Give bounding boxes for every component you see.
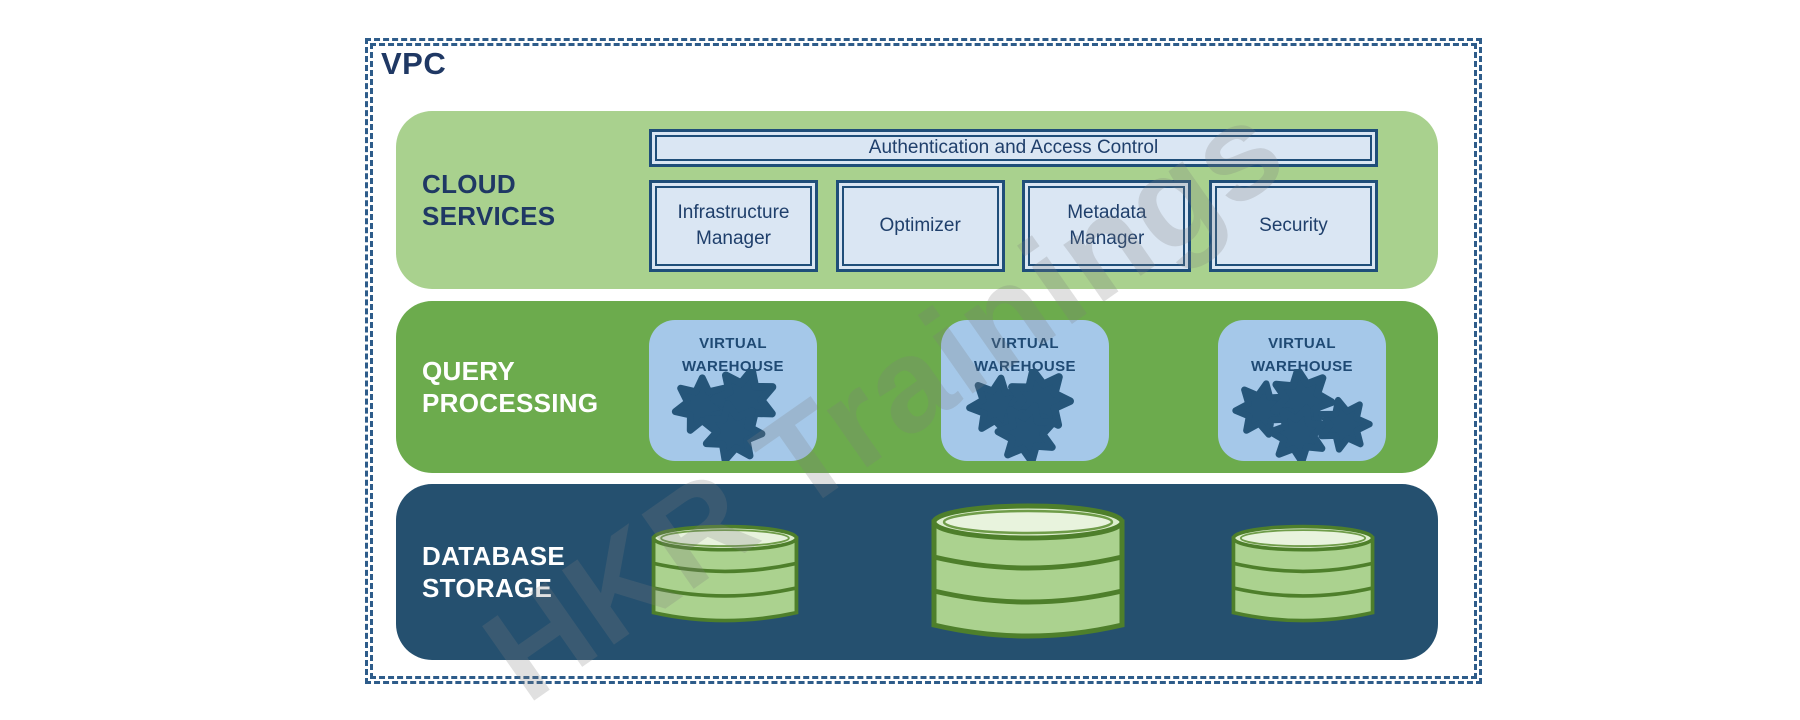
query-processing-label: QUERY PROCESSING xyxy=(422,355,599,419)
cloud-services-label: CLOUD SERVICES xyxy=(422,168,556,232)
optimizer-label: Optimizer xyxy=(879,215,961,237)
metadata-manager-label: Metadata Manager xyxy=(1067,202,1147,249)
gears-icon xyxy=(941,369,1109,461)
infrastructure-manager-label: Infrastructure Manager xyxy=(677,202,790,249)
virtual-warehouse-3-label: VIRTUAL WAREHOUSE xyxy=(1251,335,1353,375)
virtual-warehouse-2-label: VIRTUAL WAREHOUSE xyxy=(974,335,1076,375)
cloud-services-content: Authentication and Access Control Infras… xyxy=(649,111,1378,289)
database-cylinder-icon xyxy=(928,497,1128,649)
service-box-security: Security xyxy=(1208,180,1378,272)
virtual-warehouse-3: VIRTUAL WAREHOUSE xyxy=(1218,320,1386,461)
database-cylinder-icon xyxy=(1229,520,1377,630)
security-label: Security xyxy=(1259,215,1328,237)
service-box-metadata-manager: Metadata Manager xyxy=(1022,180,1192,272)
database-cylinder-icon xyxy=(649,520,801,630)
gears-icon xyxy=(649,369,817,461)
query-processing-band: QUERY PROCESSING VIRTUAL WAREHOUSE VIRTU… xyxy=(396,301,1438,473)
cloud-services-band: CLOUD SERVICES Authentication and Access… xyxy=(396,111,1438,289)
database-storage-label: DATABASE STORAGE xyxy=(422,540,565,604)
database-storage-band: DATABASE STORAGE xyxy=(396,484,1438,660)
virtual-warehouse-1-label: VIRTUAL WAREHOUSE xyxy=(682,335,784,375)
service-box-infrastructure-manager: Infrastructure Manager xyxy=(649,180,818,272)
vpc-title: VPC xyxy=(381,46,447,81)
service-box-row: Infrastructure Manager Optimizer Metadat… xyxy=(649,180,1378,272)
service-box-optimizer: Optimizer xyxy=(835,180,1005,272)
virtual-warehouse-2: VIRTUAL WAREHOUSE xyxy=(941,320,1109,461)
authentication-access-control-label: Authentication and Access Control xyxy=(868,137,1159,158)
authentication-access-control-bar: Authentication and Access Control xyxy=(649,129,1378,167)
virtual-warehouse-1: VIRTUAL WAREHOUSE xyxy=(649,320,817,461)
gears-icon xyxy=(1218,369,1386,461)
